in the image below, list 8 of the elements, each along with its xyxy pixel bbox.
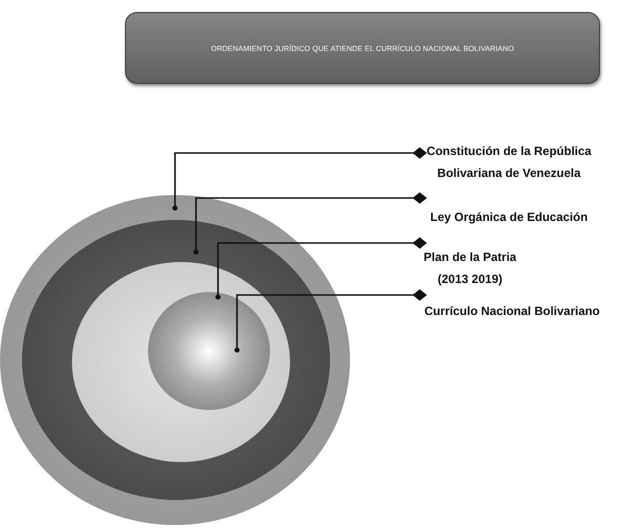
curriculum-label: Currículo Nacional Bolivariano: [414, 300, 610, 324]
leader-line: [193, 192, 427, 255]
law-label: Constitución de la República Bolivariana de Venezuela: [414, 140, 604, 186]
leader-line: [215, 237, 427, 300]
plan-label: Plan de la Patria (2013 2019): [414, 246, 526, 292]
leader-line: [234, 289, 427, 353]
law-label: Ley Orgánica de Educación: [414, 206, 604, 230]
leader-line: [172, 147, 427, 211]
